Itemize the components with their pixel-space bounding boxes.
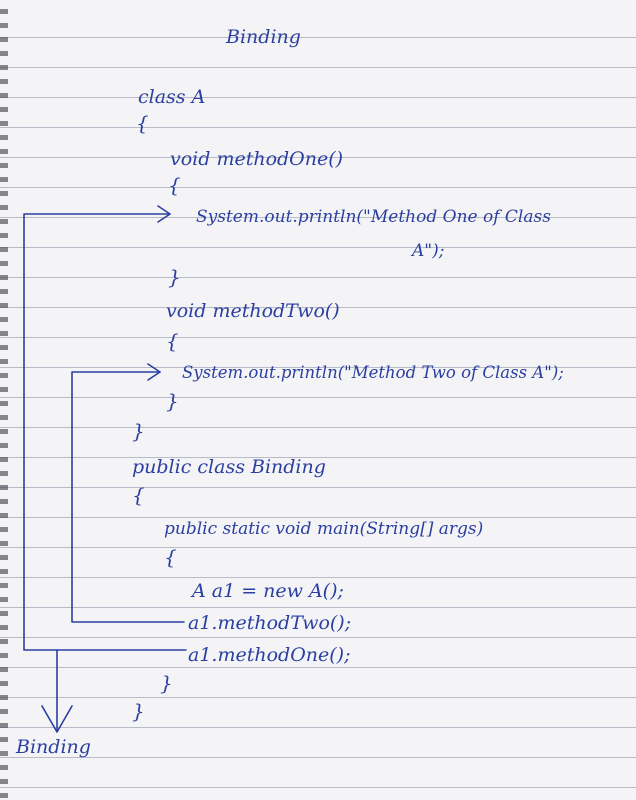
class-a-open-brace: { [136,111,149,135]
public-class-binding: public class Binding [132,456,326,478]
outer-arrow-line [23,213,187,651]
method-two-print: System.out.println("Method Two of Class … [182,363,564,382]
method-one-open-brace: { [168,173,181,197]
down-arrowhead-icon [41,705,73,733]
method-two-close-brace: } [166,389,179,413]
outer-arrowhead-icon [157,205,171,223]
binding-open-brace: { [132,483,145,507]
statement-call-method-two: a1.methodTwo(); [188,612,352,634]
page-title: Binding [226,26,301,48]
method-one-signature: void methodOne() [170,148,344,170]
statement-call-method-one: a1.methodOne(); [188,644,351,666]
inner-arrowhead-icon [147,363,161,381]
binder-holes [0,0,8,800]
method-one-print-line2: A"); [412,241,445,261]
statement-new-a: A a1 = new A(); [192,580,344,602]
method-one-close-brace: } [168,265,181,289]
method-two-open-brace: { [166,329,179,353]
bottom-binding-label: Binding [16,736,91,758]
inner-arrow-line [71,371,185,623]
class-a-declaration: class A [138,86,206,108]
method-two-signature: void methodTwo() [166,300,340,322]
class-a-close-brace: } [132,419,145,443]
main-close-brace: } [160,671,173,695]
main-open-brace: { [164,545,177,569]
main-method-signature: public static void main(String[] args) [164,519,484,539]
method-one-print-line1: System.out.println("Method One of Class [196,207,551,227]
binding-close-brace: } [132,699,145,723]
